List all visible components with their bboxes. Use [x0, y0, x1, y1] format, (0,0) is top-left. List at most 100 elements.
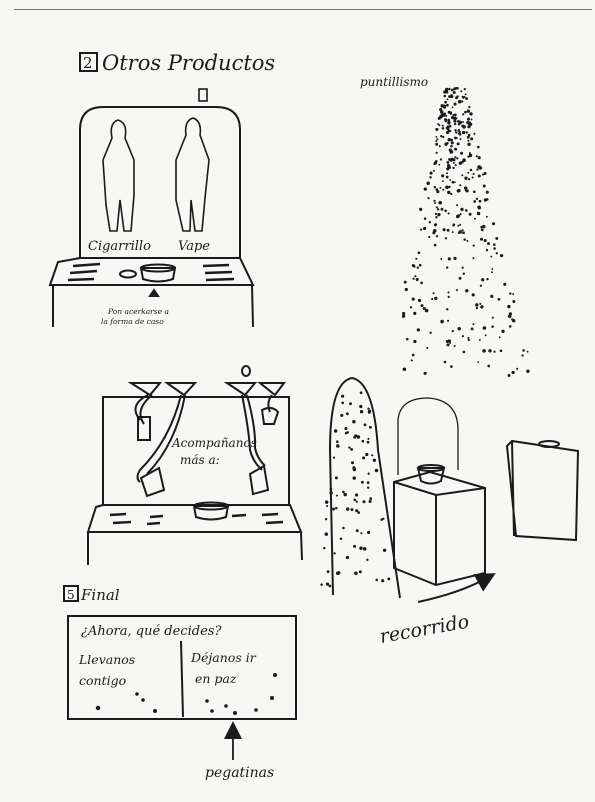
stipple-dot — [461, 101, 463, 103]
stipple-dot — [448, 111, 451, 114]
stipple-dot — [450, 365, 453, 368]
stipple-dot — [482, 349, 486, 353]
stipple-dot — [426, 182, 430, 186]
stipple-dot — [500, 254, 503, 257]
stipple-dot — [356, 501, 358, 503]
stipple-dot — [509, 292, 511, 294]
stipple-dot — [456, 157, 458, 159]
stipple-dot — [499, 336, 501, 338]
stipple-dot — [435, 213, 437, 215]
stipple-dot — [439, 187, 441, 189]
stipple-dot — [435, 160, 438, 163]
stipple-dot — [330, 488, 333, 491]
stipple-dot — [323, 547, 325, 549]
final-left-option-line1: Llevanos — [78, 652, 135, 667]
stipple-dot — [355, 493, 358, 496]
stipple-dot — [361, 481, 364, 484]
stipple-dot — [430, 172, 433, 175]
stipple-dot — [440, 158, 442, 160]
tag-icon — [199, 89, 207, 101]
stipple-dot — [486, 249, 488, 251]
case-caption-line1: Pon acerkarse a — [107, 307, 169, 316]
stipple-dot — [412, 354, 415, 357]
stipple-dot — [413, 340, 416, 343]
stipple-dot — [447, 191, 450, 194]
stipple-dot — [446, 104, 449, 107]
stipple-dot — [417, 267, 419, 269]
stipple-dot — [487, 242, 490, 245]
stipple-dot — [345, 432, 347, 434]
stipple-dot — [438, 201, 442, 205]
stipple-dot — [424, 217, 427, 220]
stipple-dot — [454, 120, 457, 123]
stipple-dot — [337, 571, 340, 574]
stipple-dot — [474, 218, 476, 220]
stipple-dot — [461, 125, 464, 128]
stipple-dot — [458, 232, 460, 234]
stipple-dot — [440, 135, 442, 137]
stipple-dot — [387, 577, 390, 580]
stipple-dot — [461, 266, 463, 268]
stipple-dot — [521, 354, 523, 356]
stipple-dot — [512, 319, 515, 322]
stipple-dot — [367, 408, 369, 410]
stipple-dot — [464, 88, 466, 90]
stipple-dot — [461, 229, 463, 231]
stipple-dot — [334, 429, 337, 432]
stipple-dot — [415, 258, 417, 260]
stipple-dot — [444, 361, 447, 364]
stipple-dot — [429, 176, 431, 178]
stipple-dot — [473, 323, 475, 325]
stipple-dot — [367, 481, 370, 484]
stipple-dot — [451, 89, 454, 92]
final-right-option-line2: en paz — [195, 671, 237, 686]
stipple-dot — [351, 461, 354, 464]
stipple-dot — [418, 251, 421, 254]
stipple-dot — [442, 189, 444, 191]
stipple-dot — [464, 111, 467, 114]
stipple-dot — [467, 140, 469, 142]
stipple-dot — [473, 133, 475, 135]
stipple-dot — [336, 440, 339, 443]
stipple-dot — [371, 454, 373, 456]
stipple-dot — [459, 131, 461, 133]
section-2-header: 2 Otros Productos — [80, 51, 275, 75]
stipple-dot — [368, 411, 371, 414]
stipple-dot — [428, 236, 430, 238]
stipple-dot — [483, 326, 487, 330]
stipple-dot — [457, 189, 460, 192]
stipple-dot — [402, 312, 405, 315]
stipple-dot — [431, 298, 433, 300]
stipple-dot — [359, 546, 362, 549]
stipple-dot — [362, 456, 365, 459]
stipple-dot — [446, 161, 449, 164]
final-right-option-line1: Déjanos ir — [190, 650, 257, 665]
stipple-dot — [354, 572, 358, 576]
stipple-dot — [460, 208, 463, 211]
stipple-dot — [447, 320, 449, 322]
cigarette-label: Cigarrillo — [88, 239, 151, 254]
stipple-dot — [340, 414, 343, 417]
stipple-dot — [447, 119, 450, 122]
stipple-dot — [454, 129, 456, 131]
stipple-dot — [486, 216, 488, 218]
stipple-dot — [467, 172, 469, 174]
stipple-dot — [441, 208, 444, 211]
stipple-dot — [456, 289, 458, 291]
stipple-dot — [469, 213, 472, 216]
stipple-dot — [406, 338, 409, 341]
stipple-dot — [440, 110, 444, 114]
stipple-dot — [436, 235, 438, 237]
stipple-dot — [475, 303, 478, 306]
stipple-dot — [435, 128, 438, 131]
stipple-dot — [460, 138, 462, 140]
stipple-dot — [492, 222, 495, 225]
stipple-dot — [418, 299, 421, 302]
stipple-dot — [452, 114, 454, 116]
stipple-dot — [466, 240, 468, 242]
stipple-dot — [477, 361, 479, 363]
stipple-dot — [434, 223, 437, 226]
stipple-dot — [367, 441, 370, 444]
stipple-dot — [443, 228, 446, 231]
pointillism-label: puntillismo — [360, 75, 428, 89]
